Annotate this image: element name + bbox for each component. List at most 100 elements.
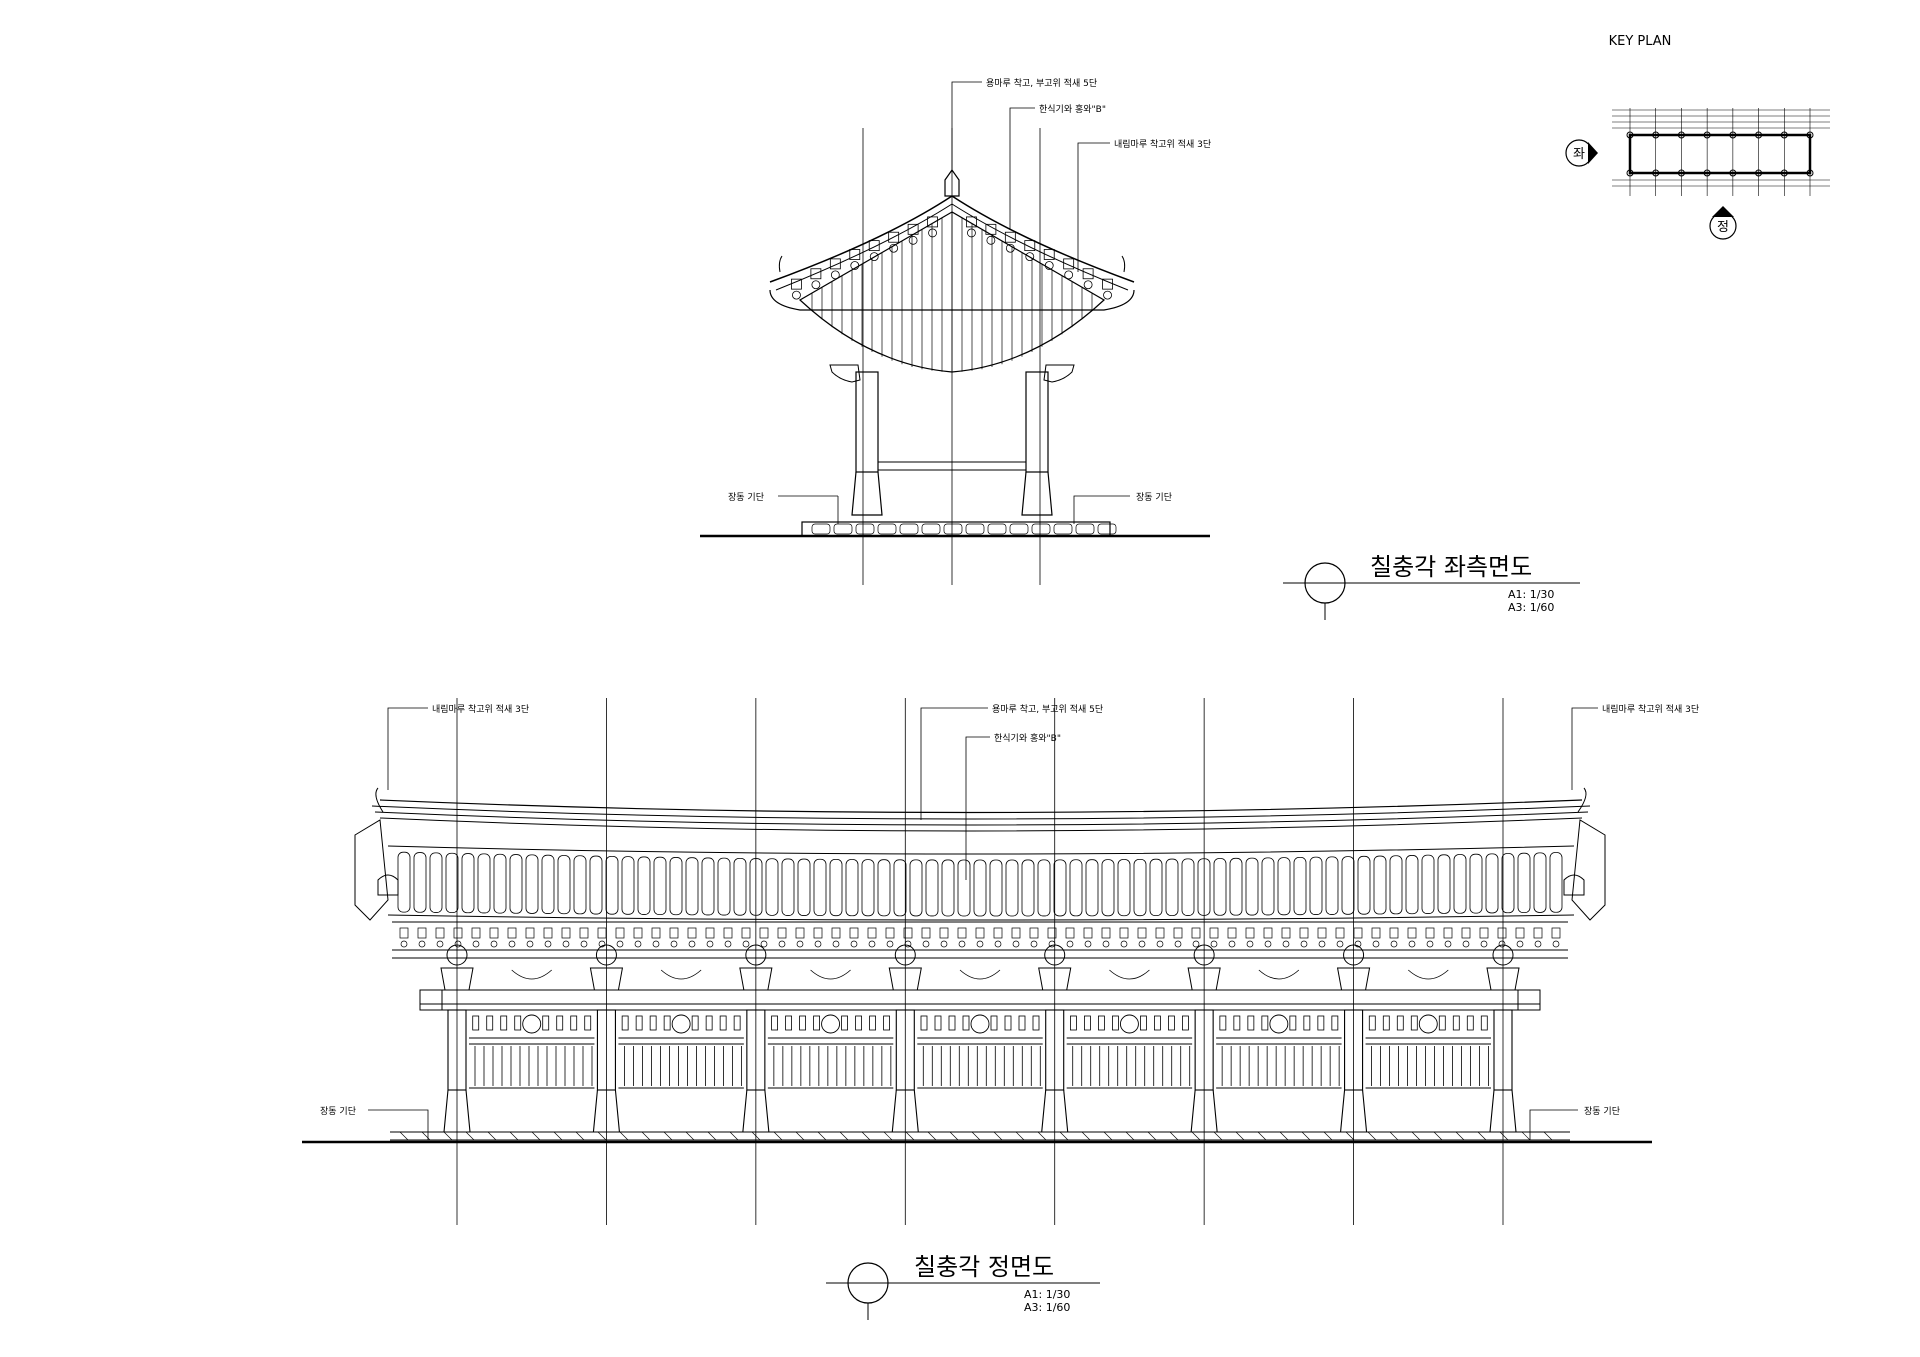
front-base-stone — [509, 1131, 519, 1141]
front-base-stone — [773, 1131, 783, 1141]
front-bay-medallion — [1418, 1014, 1438, 1034]
front-note-base-right: 장동 기단 — [1584, 1106, 1620, 1117]
side-base-stone — [987, 523, 1007, 535]
front-base-stone — [1257, 1131, 1267, 1141]
front-rafter — [1479, 927, 1489, 939]
key-plan-column-dot — [1806, 169, 1814, 177]
key-plan-column-dot — [1703, 131, 1711, 139]
front-rafter-end — [490, 940, 498, 948]
front-rafter — [1065, 927, 1075, 939]
front-bay-medallion — [1269, 1014, 1289, 1034]
side-roof-tile-end — [850, 261, 860, 270]
front-rafter — [1353, 927, 1363, 939]
front-bay-medallion — [671, 1014, 691, 1034]
front-rafter-end — [1462, 940, 1470, 948]
front-base-stone — [707, 1131, 717, 1141]
front-base-stone — [1499, 1131, 1509, 1141]
front-rafter-end — [1048, 940, 1056, 948]
front-rafter-end — [886, 940, 894, 948]
front-rafter — [669, 927, 679, 939]
front-rafter-end — [670, 940, 678, 948]
front-roof-tile — [1517, 852, 1531, 913]
front-bay-post — [1004, 1015, 1012, 1031]
front-rafter-end — [922, 940, 930, 948]
front-roof-tile — [701, 857, 715, 916]
side-base-stones — [811, 523, 1117, 535]
front-base-stone — [1389, 1131, 1399, 1141]
front-base-stone — [839, 1131, 849, 1141]
key-plan-column-dot — [1729, 131, 1737, 139]
front-base-stone — [1345, 1131, 1355, 1141]
front-roof-tile — [1357, 855, 1371, 915]
front-rafter — [435, 927, 445, 939]
front-roof-tile — [1069, 859, 1083, 917]
front-base-stone — [685, 1131, 695, 1141]
front-bay-post — [486, 1015, 494, 1031]
front-roof-tile — [973, 859, 987, 917]
front-bay-post — [691, 1015, 699, 1031]
side-roof-tile — [1082, 268, 1094, 280]
front-roof-tile — [1533, 852, 1547, 913]
front-roof-tile — [1229, 857, 1243, 916]
side-base-stone — [1075, 523, 1095, 535]
front-column-capital — [888, 967, 922, 991]
side-roof-tile-end — [792, 290, 801, 300]
key-plan-column-dot — [1729, 169, 1737, 177]
side-roof-tile-end — [1064, 270, 1074, 280]
front-roof-tile — [1101, 859, 1115, 917]
front-bay-post — [1368, 1015, 1376, 1031]
front-base-stone — [1521, 1131, 1531, 1141]
front-base-stone — [883, 1131, 893, 1141]
front-roof-tile — [461, 853, 475, 914]
front-rafter — [687, 927, 697, 939]
side-roof-tile-end — [869, 252, 879, 262]
front-column-capital — [739, 967, 773, 991]
front-bracket-cloud — [810, 969, 851, 980]
front-bay-medallion — [821, 1014, 841, 1034]
front-bay-post — [705, 1015, 713, 1031]
key-plan-outline — [1628, 133, 1812, 175]
front-bay-post — [621, 1015, 629, 1031]
front-roof-tile — [1197, 858, 1211, 916]
front-bay-post — [1018, 1015, 1026, 1031]
front-roof-tile — [653, 856, 667, 915]
front-rafter — [471, 927, 481, 939]
front-bay-post — [869, 1015, 876, 1031]
front-roof-tile — [1437, 854, 1451, 914]
side-roof-tile — [888, 231, 900, 243]
front-rafter — [1335, 927, 1345, 939]
front-scale-a1: A1: 1/30 — [1024, 1288, 1070, 1301]
front-bay-post — [1140, 1015, 1147, 1031]
front-base-stone — [1433, 1131, 1443, 1141]
front-rafter-end — [1282, 940, 1290, 948]
front-bay-post — [1410, 1015, 1418, 1031]
side-note-ridge: 용마루 착고, 부고위 적새 5단 — [986, 77, 1097, 89]
front-bay-post — [1182, 1015, 1189, 1031]
front-bay-post — [542, 1015, 550, 1031]
side-base-stone — [1031, 523, 1051, 535]
front-column — [1194, 1009, 1214, 1091]
front-column-bracket-ball — [1492, 944, 1514, 966]
front-base-stone — [487, 1131, 497, 1141]
front-base-stone — [465, 1131, 475, 1141]
front-base-stone — [817, 1131, 827, 1141]
front-roof-tile — [1165, 858, 1179, 916]
side-note-tile: 한식기와 홍와"B" — [1039, 103, 1106, 115]
front-base-stone — [927, 1131, 937, 1141]
front-roof-tile — [957, 859, 971, 917]
front-roof-tile — [429, 852, 443, 913]
front-rafter-end — [706, 940, 714, 948]
side-base-stone — [943, 523, 963, 535]
front-rafter — [1029, 927, 1039, 939]
front-rafter-end — [1390, 940, 1398, 948]
front-rafter-end — [1498, 940, 1506, 948]
front-base-stone — [1081, 1131, 1091, 1141]
front-roof-tile — [1037, 859, 1051, 917]
front-roof-tile — [1293, 857, 1307, 916]
front-bay-post — [1219, 1015, 1227, 1031]
front-bay-post — [990, 1015, 998, 1031]
front-note-hip-right: 내림마루 착고위 적새 3단 — [1602, 703, 1699, 715]
front-base-stone — [399, 1131, 409, 1141]
front-bay-post — [1032, 1015, 1040, 1031]
front-rafter — [543, 927, 553, 939]
